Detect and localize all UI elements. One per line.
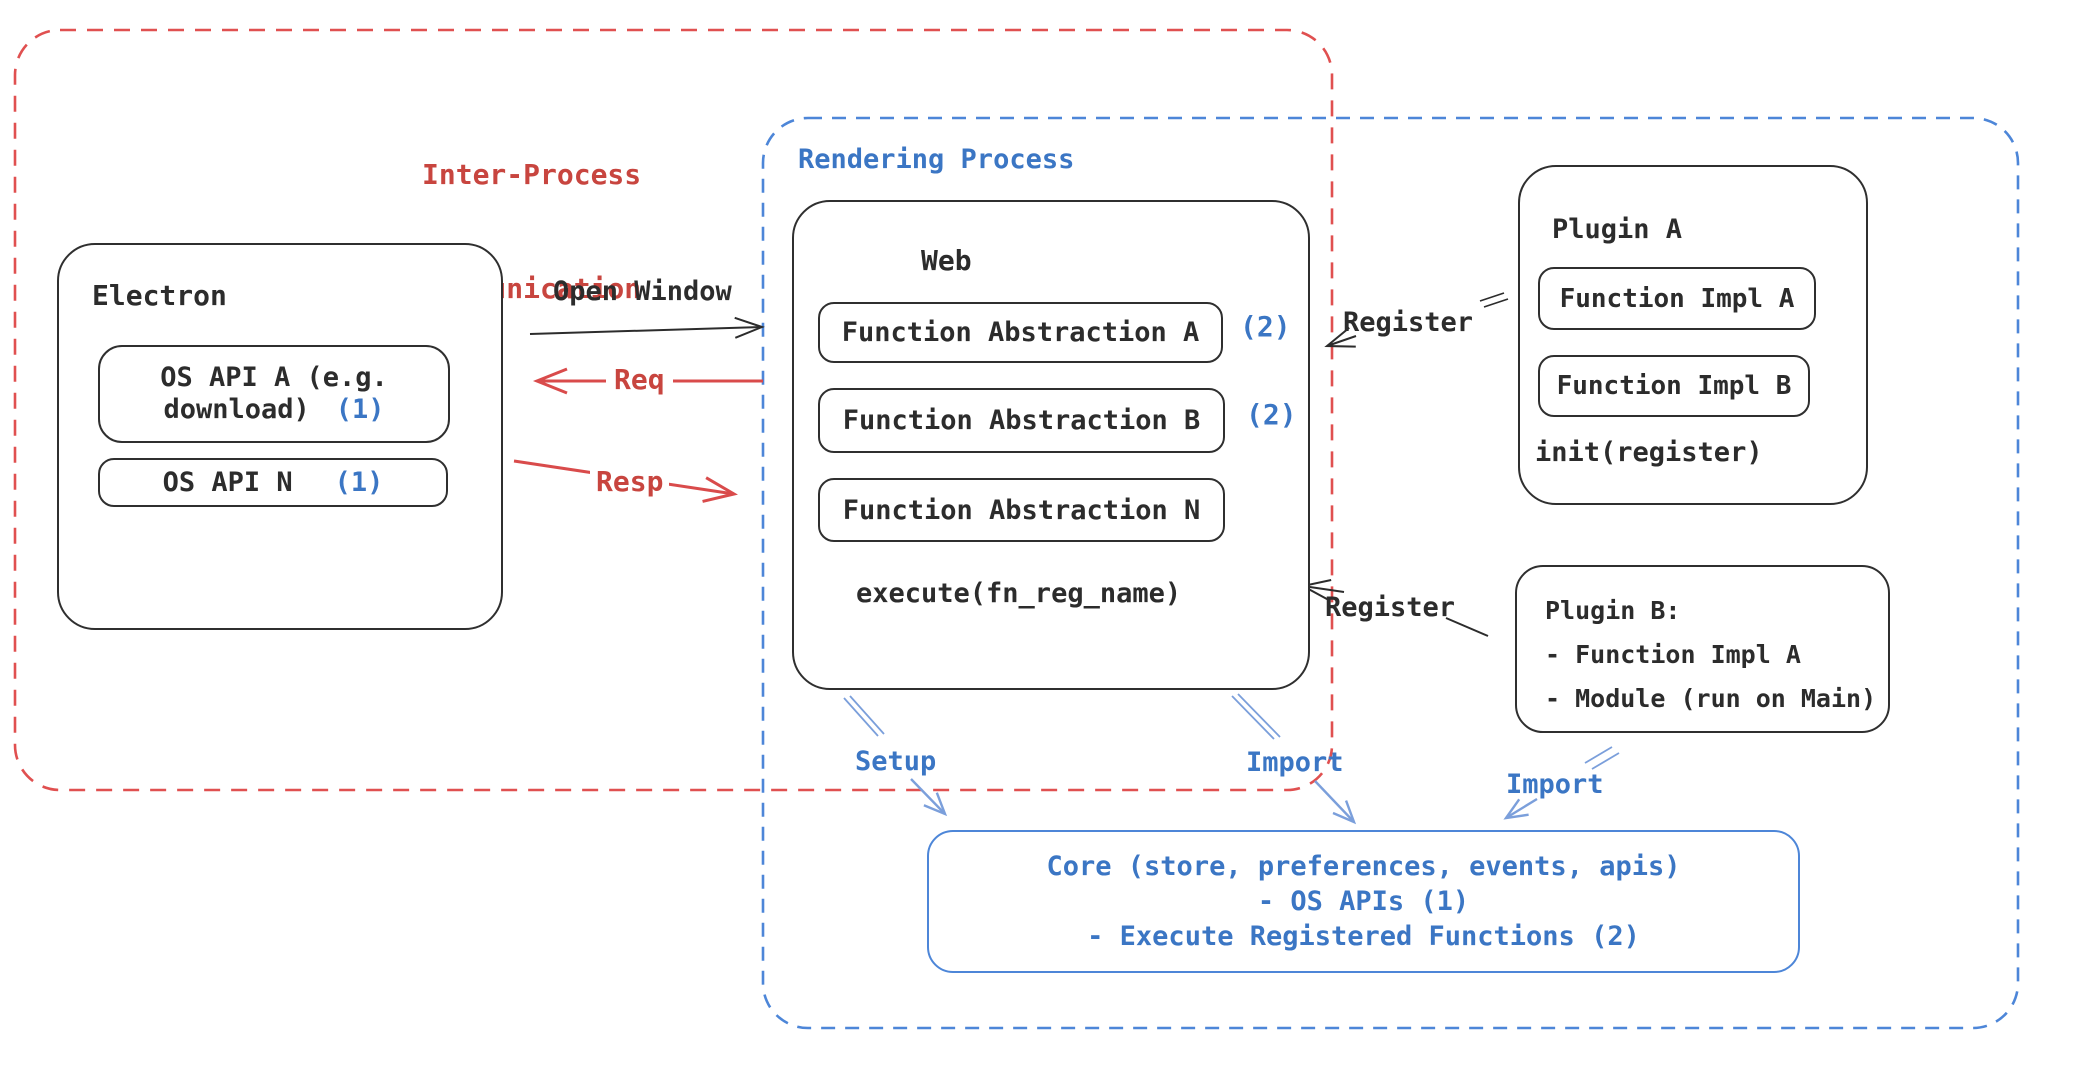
os-api-a-line2-row: download) (1) [163,394,384,426]
function-impl-a-box: Function Impl A [1538,267,1816,330]
register-b-label: Register [1325,592,1456,623]
plugin-b-title: Plugin B: [1545,596,1681,625]
setup-arrow [843,695,948,817]
function-abstraction-b-box: Function Abstraction B [818,388,1225,453]
register-a-arrow [1324,292,1509,348]
electron-title: Electron [92,279,227,312]
function-abstraction-a-box: Function Abstraction A [818,302,1223,363]
init-register-label: init(register) [1535,437,1763,468]
plugin-b-item2: - Module (run on Main) [1545,684,1877,713]
os-api-a-line1: OS API A (e.g. [160,362,388,393]
import-web-label: Import [1246,747,1344,778]
core-line2: - OS APIs (1) [1257,886,1470,917]
ipc-dashed-region [13,28,1334,792]
os-api-a-badge: (1) [335,394,385,425]
plugin-b-box: Plugin B: - Function Impl A - Module (ru… [1515,565,1890,733]
open-window-label: Open Window [553,276,732,307]
import-plugin-arrow [1503,746,1620,820]
function-abstraction-a-badge: (2) [1240,310,1291,343]
plugin-a-title: Plugin A [1552,214,1683,245]
function-abstraction-n-box: Function Abstraction N [818,478,1225,542]
core-line1: Core (store, preferences, events, apis) [1046,851,1681,882]
plugin-a-box [1518,165,1868,505]
core-line3: - Execute Registered Functions (2) [1087,921,1640,952]
os-api-n-badge: (1) [334,467,384,498]
function-abstraction-b-badge: (2) [1246,398,1297,431]
os-api-n-label: OS API N [162,467,293,498]
os-api-a-box: OS API A (e.g. download) (1) [98,345,450,443]
req-label: Req [606,363,673,396]
import-plugin-label: Import [1506,769,1604,800]
os-api-n-box: OS API N (1) [98,458,448,507]
rendering-dashed-region [761,116,2020,1030]
register-a-label: Register [1343,307,1474,338]
execute-label: execute(fn_reg_name) [856,578,1182,609]
open-window-arrow [529,316,765,339]
os-api-a-line2: download) [163,394,310,425]
setup-label: Setup [855,746,937,777]
web-title: Web [921,244,972,277]
import-web-arrow [1231,693,1357,825]
core-box: Core (store, preferences, events, apis) … [927,830,1800,973]
ipc-label-line1: Inter-Process [422,158,642,191]
rendering-region-label: Rendering Process [798,144,1075,175]
resp-label: Resp [590,465,670,498]
plugin-b-item1: - Function Impl A [1545,640,1801,669]
function-impl-b-box: Function Impl B [1538,355,1810,417]
